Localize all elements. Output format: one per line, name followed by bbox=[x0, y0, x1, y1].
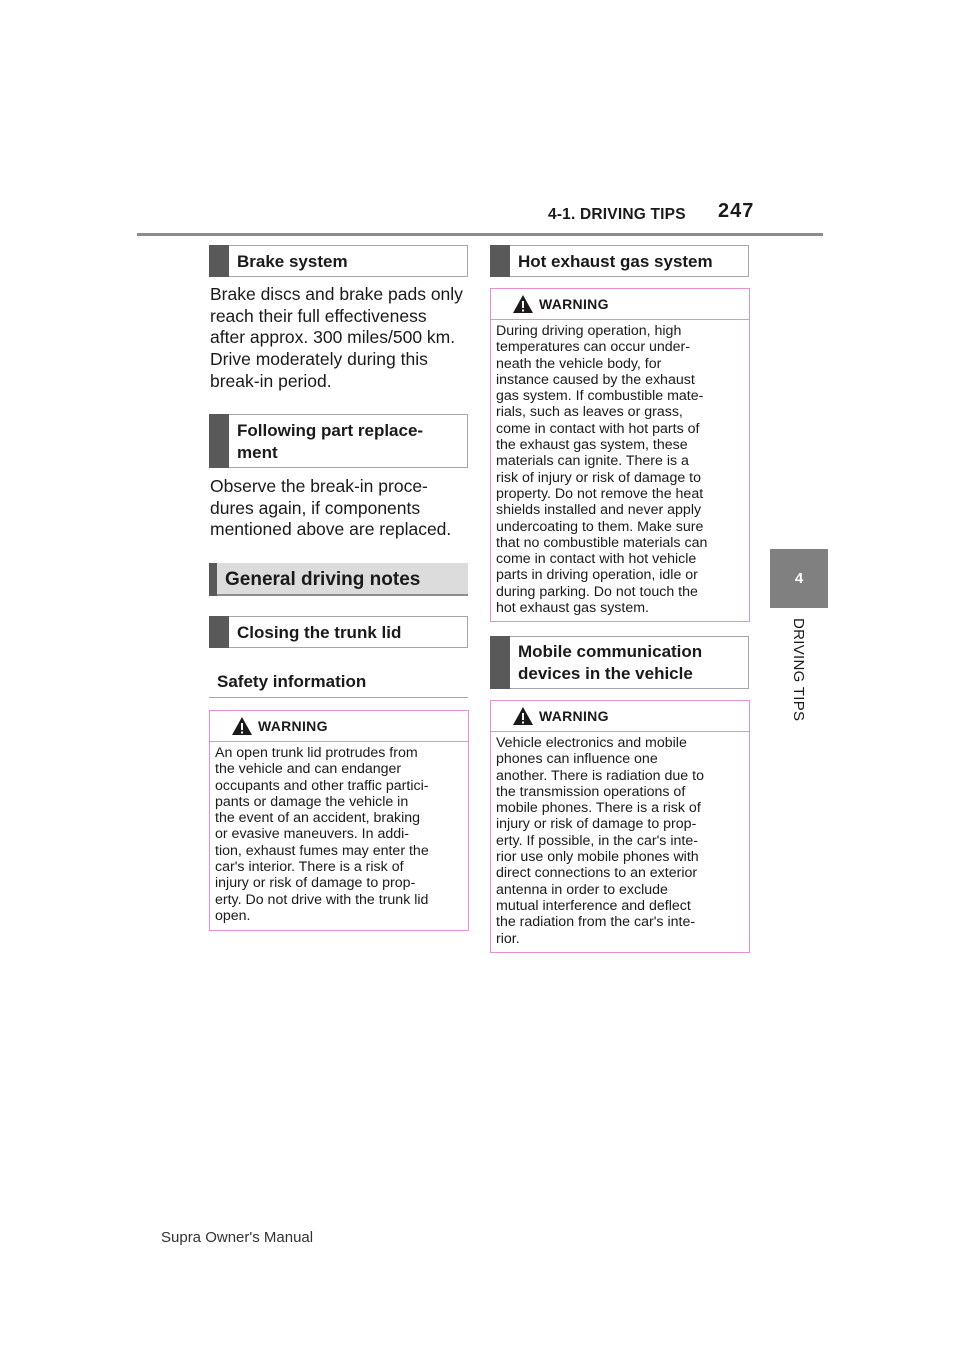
following-part-heading: Following part replace- ment bbox=[209, 414, 468, 468]
warning-header: WARNING bbox=[210, 711, 468, 742]
text-line: after approx. 300 miles/500 km. bbox=[210, 327, 456, 348]
text-line: the event of an accident, braking bbox=[215, 810, 421, 827]
heading-line: ment bbox=[237, 443, 278, 462]
text-line: come in contact with hot vehicle bbox=[496, 551, 697, 568]
brake-system-paragraph: Brake discs and brake pads only reach th… bbox=[210, 284, 472, 393]
header-divider bbox=[137, 233, 823, 236]
text-line: Drive moderately during this bbox=[210, 349, 428, 370]
text-line: the radiation from the car's inte- bbox=[496, 914, 696, 931]
text-line: injury or risk of damage to prop- bbox=[496, 816, 697, 833]
heading-bar bbox=[490, 245, 510, 277]
following-part-heading-text: Following part replace- ment bbox=[237, 420, 459, 464]
trunk-lid-warning-box: WARNING An open trunk lid protrudes from… bbox=[209, 710, 469, 931]
warning-text: Vehicle electronics and mobile phones ca… bbox=[496, 735, 744, 947]
safety-information-divider bbox=[209, 697, 468, 698]
heading-line: Following part replace- bbox=[237, 421, 424, 440]
chapter-tab[interactable]: 4 bbox=[770, 549, 828, 608]
text-line: Brake discs and brake pads only bbox=[210, 284, 463, 304]
exhaust-warning-box: WARNING During driving operation, high t… bbox=[490, 288, 750, 622]
text-line: mobile phones. There is a risk of bbox=[496, 800, 701, 817]
heading-bar bbox=[209, 563, 217, 596]
text-line: or evasive maneuvers. In addi- bbox=[215, 826, 409, 843]
warning-text: During driving operation, high temperatu… bbox=[496, 323, 744, 616]
text-line: erty. If possible, in the car's inte- bbox=[496, 832, 698, 849]
heading-bar bbox=[209, 616, 229, 648]
mobile-devices-heading-text: Mobile communication devices in the vehi… bbox=[518, 641, 740, 685]
text-line: rials, such as leaves or grass, bbox=[496, 404, 683, 421]
text-line: break-in period. bbox=[210, 370, 332, 391]
safety-information-heading: Safety information bbox=[217, 672, 367, 691]
text-line: reach their full effectiveness bbox=[210, 305, 427, 326]
text-line: rior. bbox=[496, 930, 520, 947]
brake-system-heading: Brake system bbox=[209, 245, 468, 277]
text-line: another. There is radiation due to bbox=[496, 767, 704, 784]
brake-system-heading-text: Brake system bbox=[237, 252, 348, 271]
warning-triangle-icon bbox=[232, 717, 252, 735]
text-line: phones can influence one bbox=[496, 751, 658, 768]
text-line: property. Do not remove the heat bbox=[496, 485, 704, 502]
chapter-label-text: DRIVING TIPS bbox=[790, 618, 807, 722]
closing-trunk-lid-heading: Closing the trunk lid bbox=[209, 616, 468, 648]
text-line: the exhaust gas system, these bbox=[496, 437, 688, 454]
text-line: dures again, if components bbox=[210, 497, 421, 518]
closing-trunk-lid-text: Closing the trunk lid bbox=[237, 623, 402, 642]
warning-triangle-icon bbox=[513, 295, 533, 313]
text-line: the vehicle and can endanger bbox=[215, 761, 402, 778]
general-driving-notes-heading: General driving notes bbox=[209, 563, 468, 596]
chapter-side-label: DRIVING TIPS bbox=[785, 618, 807, 738]
text-line: temperatures can occur under- bbox=[496, 339, 690, 356]
heading-bar bbox=[209, 414, 229, 468]
heading-bar bbox=[490, 636, 510, 689]
text-line: An open trunk lid protrudes from bbox=[215, 745, 418, 761]
hot-exhaust-heading: Hot exhaust gas system bbox=[490, 245, 749, 277]
mobile-warning-box: WARNING Vehicle electronics and mobile p… bbox=[490, 700, 750, 953]
hot-exhaust-heading-text: Hot exhaust gas system bbox=[518, 252, 713, 271]
warning-triangle-icon bbox=[513, 707, 533, 725]
text-line: come in contact with hot parts of bbox=[496, 420, 700, 437]
warning-label: WARNING bbox=[539, 296, 609, 312]
text-line: parts in driving operation, idle or bbox=[496, 567, 698, 584]
general-driving-notes-text: General driving notes bbox=[225, 569, 421, 590]
text-line: undercoating to them. Make sure bbox=[496, 518, 704, 535]
text-line: antenna in order to exclude bbox=[496, 881, 668, 898]
text-line: mentioned above are replaced. bbox=[210, 519, 452, 540]
mobile-devices-heading: Mobile communication devices in the vehi… bbox=[490, 636, 749, 689]
warning-header: WARNING bbox=[491, 289, 749, 320]
text-line: injury or risk of damage to prop- bbox=[215, 875, 416, 892]
text-line: risk of injury or risk of damage to bbox=[496, 469, 702, 486]
warning-label: WARNING bbox=[539, 708, 609, 724]
text-line: occupants and other traffic partici- bbox=[215, 777, 429, 794]
text-line: neath the vehicle body, for bbox=[496, 355, 662, 372]
heading-line: devices in the vehicle bbox=[518, 664, 693, 683]
warning-text: An open trunk lid protrudes from the veh… bbox=[215, 745, 463, 924]
text-line: Vehicle electronics and mobile bbox=[496, 735, 687, 751]
text-line: during parking. Do not touch the bbox=[496, 583, 698, 600]
text-line: that no combustible materials can bbox=[496, 534, 708, 551]
text-line: hot exhaust gas system. bbox=[496, 600, 649, 617]
text-line: open. bbox=[215, 907, 251, 924]
manual-name: Supra Owner's Manual bbox=[161, 1229, 314, 1246]
following-part-paragraph: Observe the break-in proce- dures again,… bbox=[210, 476, 472, 541]
warning-header: WARNING bbox=[491, 701, 749, 732]
text-line: materials can ignite. There is a bbox=[496, 453, 689, 470]
text-line: direct connections to an exterior bbox=[496, 865, 698, 882]
text-line: shields installed and never apply bbox=[496, 502, 702, 519]
section-title: 4-1. DRIVING TIPS bbox=[548, 206, 686, 223]
text-line: mutual interference and deflect bbox=[496, 897, 691, 914]
text-line: pants or damage the vehicle in bbox=[215, 793, 409, 810]
page-number: 247 bbox=[718, 200, 755, 222]
text-line: Observe the break-in proce- bbox=[210, 476, 428, 496]
text-line: During driving operation, high bbox=[496, 323, 682, 339]
text-line: instance caused by the exhaust bbox=[496, 371, 695, 388]
heading-bar bbox=[209, 245, 229, 277]
text-line: erty. Do not drive with the trunk lid bbox=[215, 891, 429, 908]
text-line: tion, exhaust fumes may enter the bbox=[215, 842, 429, 859]
text-line: rior use only mobile phones with bbox=[496, 849, 699, 866]
warning-label: WARNING bbox=[258, 718, 328, 734]
text-line: gas system. If combustible mate- bbox=[496, 388, 704, 405]
text-line: car's interior. There is a risk of bbox=[215, 859, 404, 876]
text-line: the transmission operations of bbox=[496, 783, 686, 800]
heading-line: Mobile communication bbox=[518, 642, 703, 661]
